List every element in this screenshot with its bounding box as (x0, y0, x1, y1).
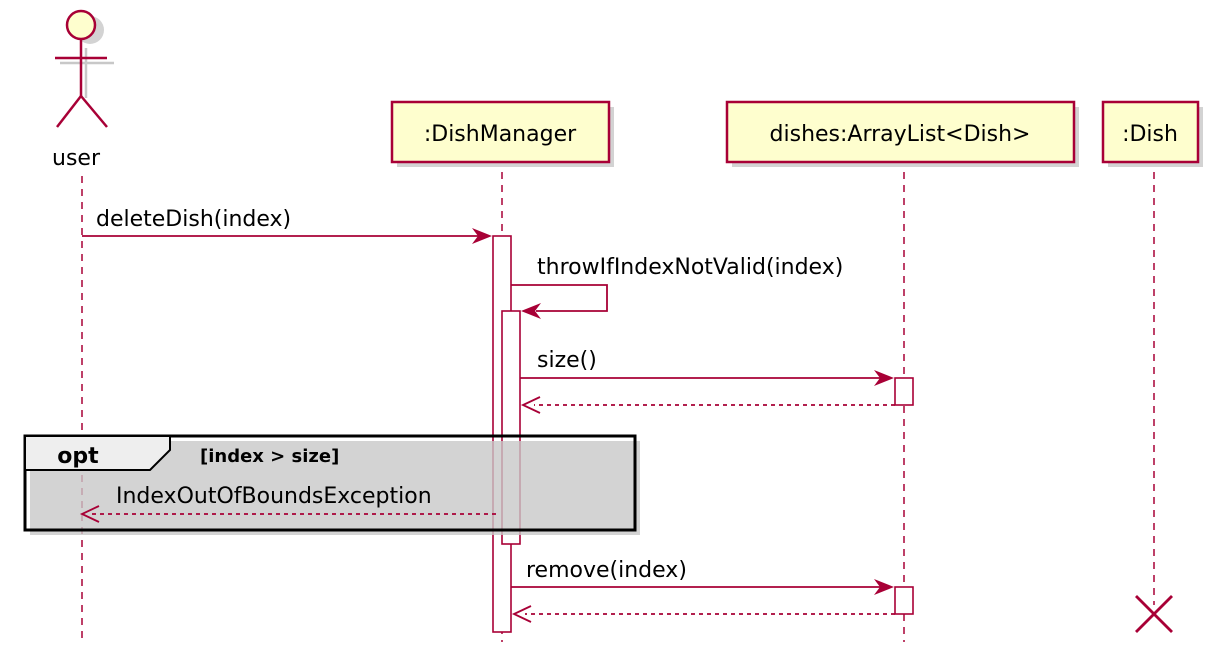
throwifindexnotvalid-message (511, 284, 608, 319)
throwifindexnotvalid-label: throwIfIndexNotValid(index) (537, 255, 843, 280)
remove-label: remove(index) (526, 558, 687, 583)
exception-label: IndexOutOfBoundsException (116, 484, 432, 509)
opt-guard-label: [index > size] (200, 446, 339, 467)
user-label: user (52, 146, 101, 171)
dishes-participant: dishes:ArrayList<Dish> (725, 100, 1079, 167)
user-actor-icon (55, 9, 114, 128)
dishmanager-label: :DishManager (424, 122, 577, 147)
size-return-message (520, 396, 895, 414)
dish-participant: :Dish (1101, 100, 1203, 167)
size-label: size() (537, 348, 597, 373)
dishes-activation-remove (894, 586, 914, 615)
exception-return-message (79, 505, 496, 523)
size-message (520, 370, 894, 386)
dish-destroy-icon (1135, 595, 1173, 633)
deletedish-message (82, 228, 492, 244)
opt-frame (23, 434, 640, 535)
opt-frame-tab (24, 435, 171, 471)
dishes-label: dishes:ArrayList<Dish> (770, 122, 1031, 147)
dishmanager-participant: :DishManager (390, 100, 614, 167)
remove-return-message (511, 605, 895, 623)
deletedish-label: deleteDish(index) (96, 207, 291, 232)
dishes-activation-size (894, 377, 914, 406)
remove-message (511, 579, 894, 595)
opt-operator-label: opt (57, 444, 99, 469)
dish-label: :Dish (1122, 122, 1178, 147)
